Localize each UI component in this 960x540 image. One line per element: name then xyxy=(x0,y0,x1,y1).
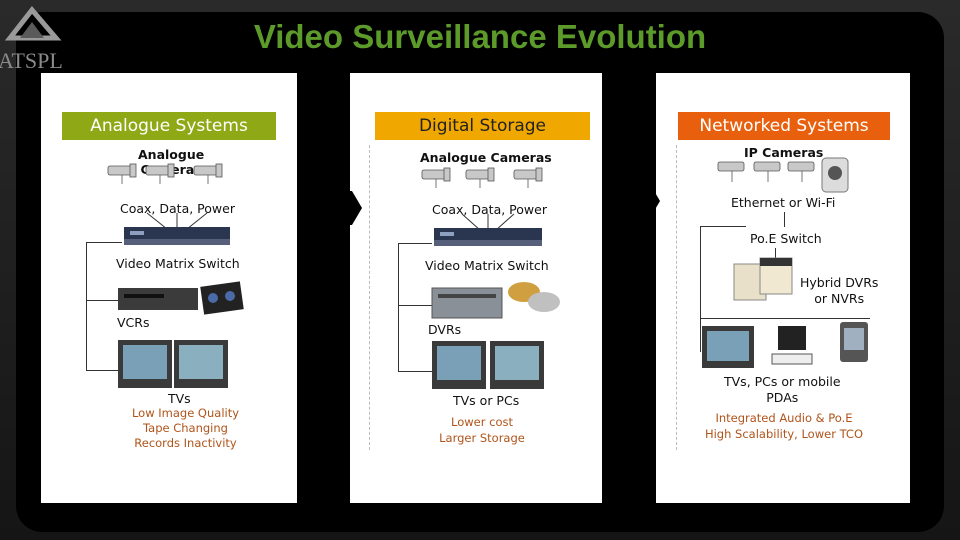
connector-line xyxy=(86,242,87,370)
connector-line xyxy=(700,318,870,319)
label-tvs: TVs xyxy=(168,391,191,406)
label-ip-cameras: IP Cameras xyxy=(744,145,824,160)
vcr-icon xyxy=(118,281,244,315)
camera-icons xyxy=(107,163,223,184)
matrix-switch-icon xyxy=(124,212,230,245)
note-item: Low Image Quality xyxy=(131,406,240,420)
tv-monitors-icon xyxy=(432,341,544,389)
connector-line xyxy=(700,226,701,352)
note-item: Lower cost xyxy=(451,415,513,429)
note-item: Records Inactivity xyxy=(134,436,237,450)
logo-text: ATSPL xyxy=(0,48,63,73)
label-tvs-pcs-mobile-pdas: TVs, PCs or mobile PDAs xyxy=(724,374,841,405)
notes-analogue: Low Image Quality Tape Changing Records … xyxy=(118,406,253,451)
notes-digital: Lower cost Larger Storage xyxy=(422,414,542,446)
connector-line xyxy=(700,226,746,227)
header-digital-storage: Digital Storage xyxy=(375,112,590,140)
label-coax-data-power: Coax, Data, Power xyxy=(120,201,235,216)
dvr-icon xyxy=(431,282,560,319)
connector-line xyxy=(86,300,118,301)
hybrid-dvr-icon xyxy=(733,257,793,301)
connector-line xyxy=(398,371,432,372)
label-video-matrix-switch: Video Matrix Switch xyxy=(425,258,549,273)
connector-line xyxy=(86,370,118,371)
label-ethernet-or-wifi: Ethernet or Wi-Fi xyxy=(731,195,836,210)
label-vcrs: VCRs xyxy=(117,315,150,330)
separator xyxy=(369,145,370,450)
label-poe-switch: Po.E Switch xyxy=(750,231,822,246)
matrix-switch-icon xyxy=(434,213,542,246)
page-title: Video Surveillance Evolution xyxy=(253,18,707,55)
connector-line xyxy=(398,305,432,306)
atspl-logo: ATSPL xyxy=(0,6,63,73)
camera-icons xyxy=(421,167,543,188)
label-video-matrix-switch: Video Matrix Switch xyxy=(116,256,240,271)
separator xyxy=(676,145,677,450)
arrow-right-icon xyxy=(640,184,660,218)
header-networked-systems: Networked Systems xyxy=(678,112,890,140)
connector-line xyxy=(784,212,785,227)
note-item: Integrated Audio & Po.E xyxy=(715,411,853,425)
connector-line xyxy=(775,248,776,262)
tv-monitors-icon xyxy=(118,340,228,388)
note-item: Tape Changing xyxy=(143,421,228,435)
label-hybrid-dvrs-nvrs: Hybrid DVRs or NVRs xyxy=(800,275,879,306)
connector-line xyxy=(398,243,432,244)
label-tvs-or-pcs: TVs or PCs xyxy=(453,393,520,408)
header-analogue-systems: Analogue Systems xyxy=(62,112,276,140)
note-item: High Scalability, Lower TCO xyxy=(704,427,864,441)
label-analogue-cameras: Analogue Cameras xyxy=(420,150,552,165)
ip-camera-icons xyxy=(717,157,849,193)
connector-line xyxy=(398,243,399,371)
label-coax-data-power: Coax, Data, Power xyxy=(432,202,547,217)
note-item: Larger Storage xyxy=(439,431,525,445)
tvs-pcs-pdas-icon xyxy=(702,322,868,368)
connector-line xyxy=(86,242,122,243)
arrow-right-icon xyxy=(342,191,362,225)
label-dvrs: DVRs xyxy=(428,322,462,337)
notes-networked: Integrated Audio & Po.E High Scalability… xyxy=(700,410,868,442)
